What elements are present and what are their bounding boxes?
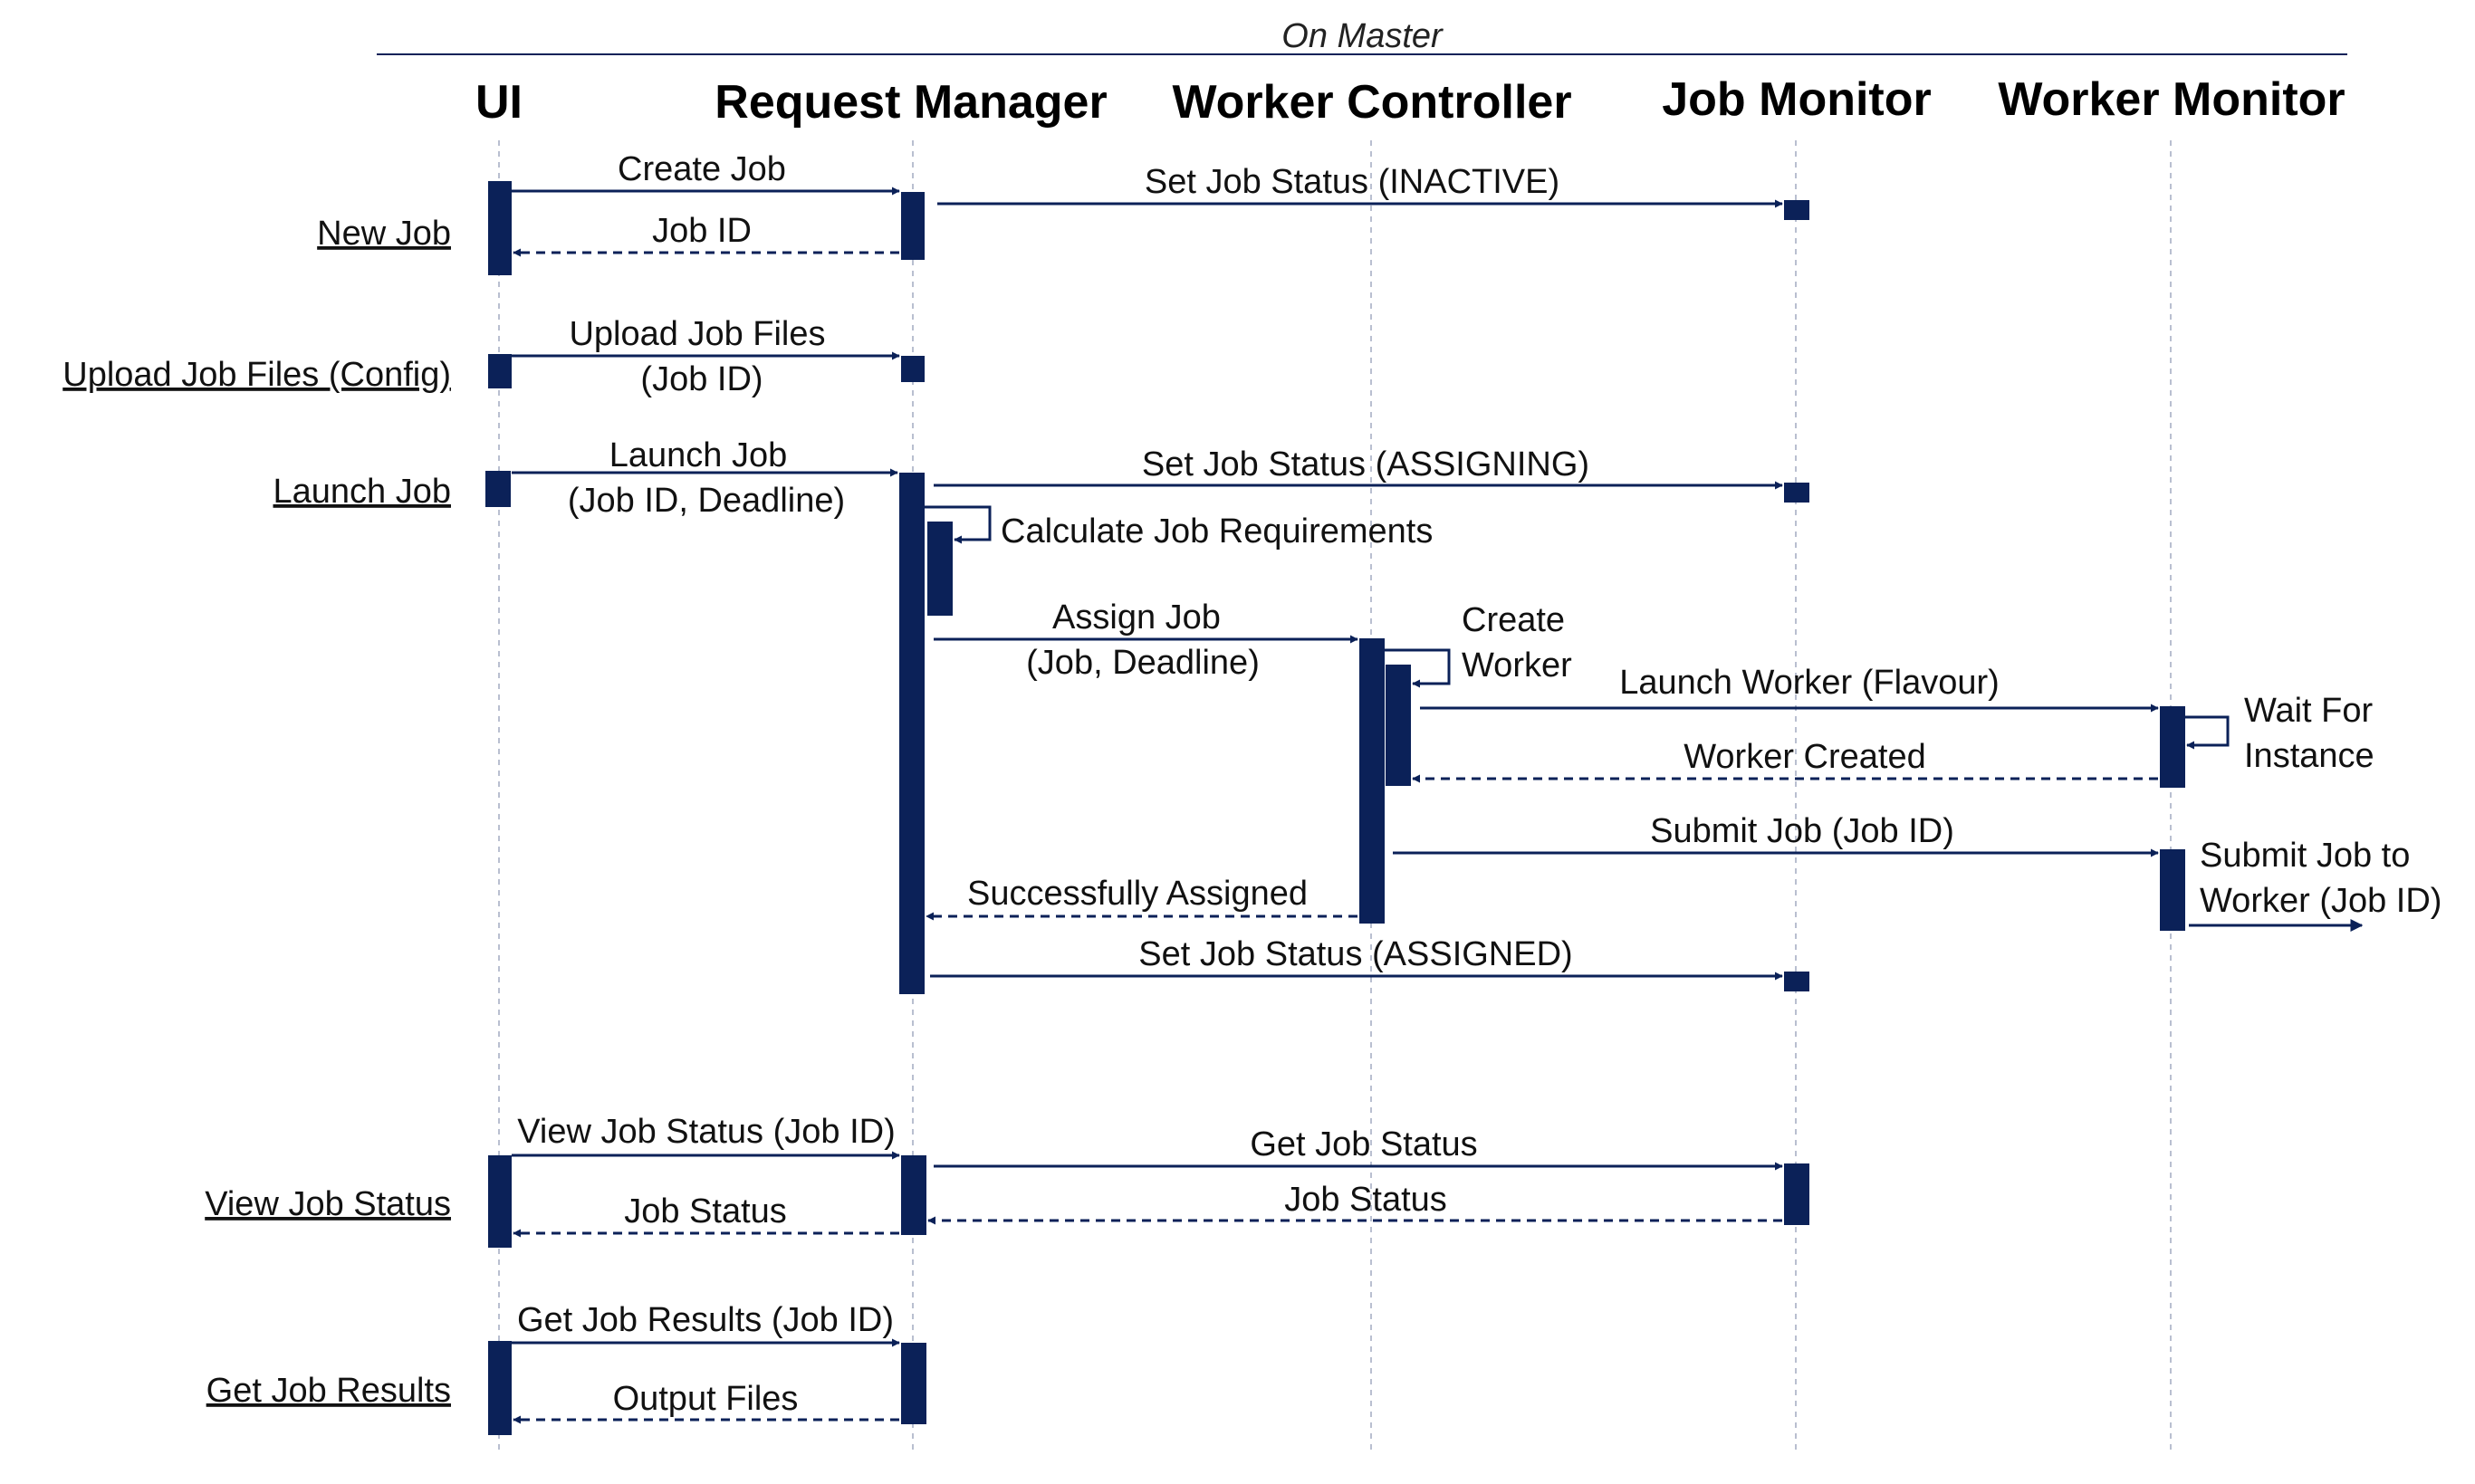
participant-ui: UI <box>475 76 523 129</box>
messages <box>512 187 2364 1424</box>
message-arrow-calculate-requirements <box>925 505 992 544</box>
activation-wc-assign <box>1359 638 1385 924</box>
label-worker-job-id: Worker (Job ID) <box>2200 882 2441 920</box>
user-action-launch-job[interactable]: Launch Job <box>273 473 452 511</box>
label-get-job-results: Get Job Results (Job ID) <box>517 1301 894 1339</box>
label-set-status-inactive: Set Job Status (INACTIVE) <box>1145 163 1559 201</box>
activation-ui-new-job <box>488 181 512 275</box>
label-set-status-assigned: Set Job Status (ASSIGNED) <box>1138 935 1572 973</box>
activation-ui-results <box>488 1341 512 1435</box>
participant-request-manager: Request Manager <box>715 76 1107 129</box>
label-view-job-status: View Job Status (Job ID) <box>517 1113 895 1151</box>
message-arrow-create-worker <box>1385 648 1451 688</box>
activation-jm-view <box>1784 1163 1809 1225</box>
activation-ui-upload <box>488 354 512 388</box>
label-submit-job-to: Submit Job to <box>2200 837 2410 875</box>
activation-jm-assigning <box>1784 483 1809 503</box>
label-create-job: Create Job <box>618 150 786 188</box>
activation-wc-create-worker <box>1386 665 1411 786</box>
label-worker-created: Worker Created <box>1684 738 1926 776</box>
label-get-job-status: Get Job Status <box>1250 1125 1477 1163</box>
label-job-status-ui: Job Status <box>624 1192 787 1230</box>
label-job-id: Job ID <box>652 212 752 250</box>
label-job-status-return: Job Status <box>1284 1181 1447 1219</box>
label-upload-job-files: Upload Job Files <box>569 315 825 353</box>
activation-rm-results <box>901 1343 926 1424</box>
participant-job-monitor: Job Monitor <box>1662 73 1932 126</box>
activations <box>485 181 2185 1435</box>
label-launch-job-args: (Job ID, Deadline) <box>568 482 845 520</box>
activation-jm-inactive <box>1784 200 1809 220</box>
label-successfully-assigned: Successfully Assigned <box>967 875 1308 913</box>
label-wait-for: Wait For <box>2244 692 2373 730</box>
user-action-view-job-status[interactable]: View Job Status <box>205 1185 451 1223</box>
activation-rm-new-job <box>901 192 925 260</box>
label-submit-job: Submit Job (Job ID) <box>1650 812 1954 850</box>
label-worker: Worker <box>1462 646 1572 685</box>
participant-worker-controller: Worker Controller <box>1172 76 1571 129</box>
user-action-new-job[interactable]: New Job <box>317 215 451 253</box>
label-set-status-assigning: Set Job Status (ASSIGNING) <box>1142 445 1589 483</box>
user-action-get-job-results[interactable]: Get Job Results <box>206 1372 451 1410</box>
activation-ui-view <box>488 1155 512 1248</box>
label-instance: Instance <box>2244 737 2374 775</box>
activation-rm-launch <box>899 473 925 994</box>
label-upload-job-id: (Job ID) <box>640 360 763 398</box>
label-calculate-requirements: Calculate Job Requirements <box>1001 512 1433 551</box>
label-output-files: Output Files <box>613 1380 799 1418</box>
activation-rm-upload <box>901 356 925 382</box>
label-launch-job: Launch Job <box>609 436 788 474</box>
message-labels: Create Job Job ID Set Job Status (INACTI… <box>517 150 2441 1418</box>
activation-rm-view <box>901 1155 926 1235</box>
activation-rm-calculate <box>927 522 953 616</box>
participant-worker-monitor: Worker Monitor <box>1998 73 2345 126</box>
activation-ui-launch <box>485 471 511 507</box>
diagram-title: On Master <box>1281 17 1444 55</box>
user-action-upload-job-files[interactable]: Upload Job Files (Config) <box>62 356 451 394</box>
label-create: Create <box>1462 601 1565 639</box>
activation-jm-assigned <box>1784 972 1809 991</box>
message-arrow-wait-for-instance <box>2185 715 2230 750</box>
activation-wm-submit <box>2160 849 2185 931</box>
label-assign-job-args: (Job, Deadline) <box>1026 644 1260 682</box>
label-launch-worker: Launch Worker (Flavour) <box>1619 664 2000 702</box>
activation-wm-wait <box>2160 706 2185 788</box>
label-assign-job: Assign Job <box>1052 598 1221 637</box>
